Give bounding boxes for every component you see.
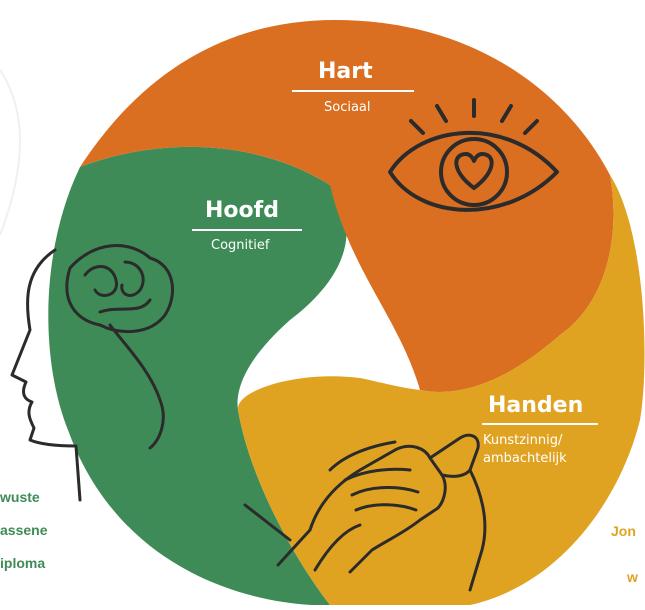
handen-rule	[482, 423, 598, 425]
left-text-line-1: wuste	[0, 489, 40, 505]
head-brain-icon	[10, 244, 174, 502]
segment-handen	[237, 175, 645, 605]
clasped-hands-icon	[243, 433, 487, 592]
left-text-line-3: iploma	[0, 555, 46, 571]
background-arc	[0, 69, 21, 236]
hart-subtitle: Sociaal	[324, 100, 371, 115]
right-text-line-1: Jon	[611, 523, 636, 539]
handen-subtitle-line1: Kunstzinnig/	[483, 433, 563, 448]
handen-title: Handen	[488, 393, 584, 418]
eye-heart-icon	[388, 98, 559, 212]
left-text-line-2: assene	[0, 522, 48, 538]
segment-hart	[80, 20, 614, 392]
hoofd-subtitle: Cognitief	[211, 238, 270, 253]
hoofd-title: Hoofd	[205, 198, 279, 223]
handen-subtitle-line2: ambachtelijk	[483, 451, 567, 466]
segment-hoofd	[48, 146, 347, 605]
hoofd-rule	[192, 229, 302, 231]
right-text-line-2: w	[627, 569, 638, 585]
hart-title: Hart	[318, 59, 373, 84]
hart-rule	[292, 90, 414, 92]
